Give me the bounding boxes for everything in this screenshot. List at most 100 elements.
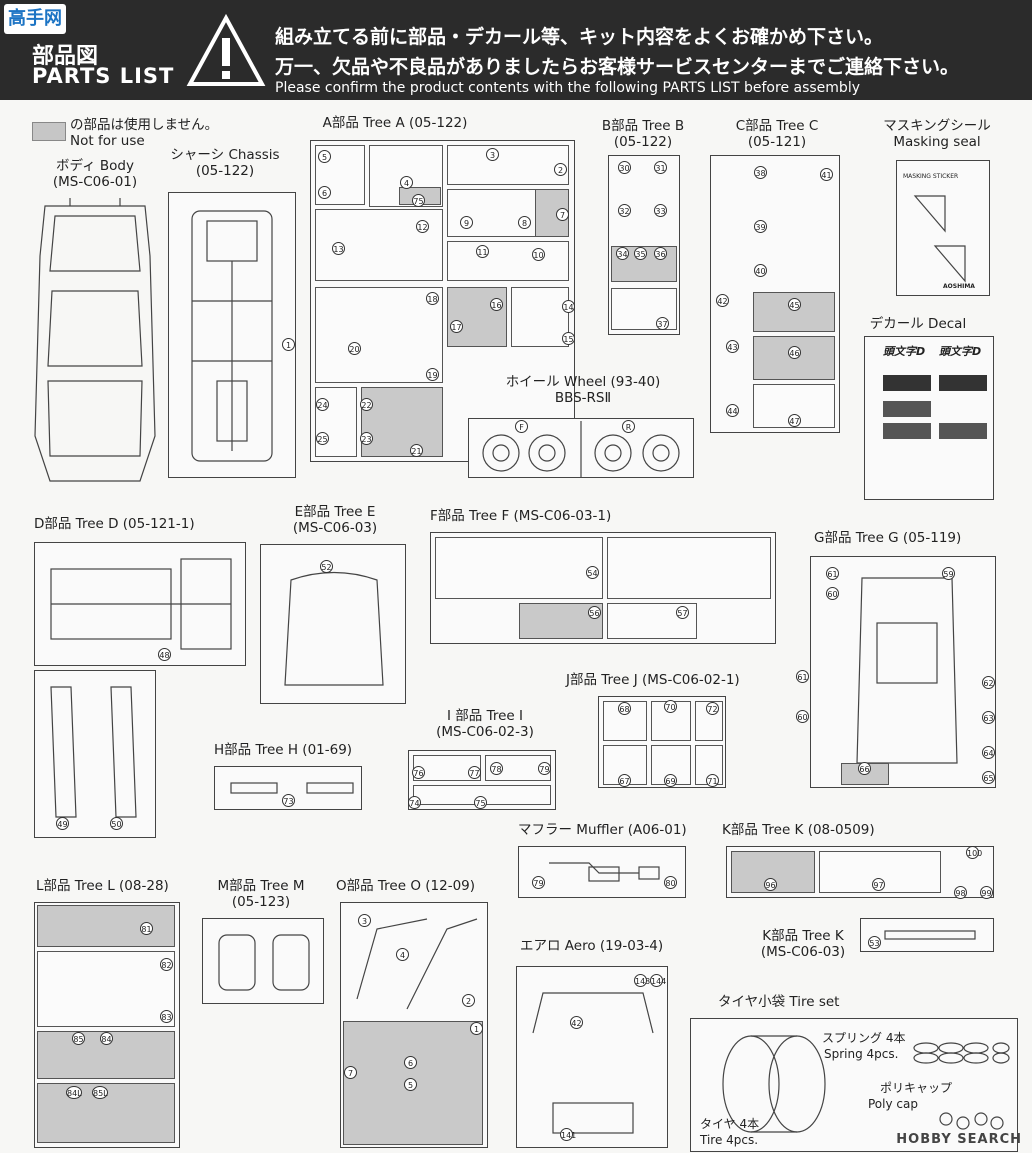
tree-h-label: H部品 Tree H (01-69) bbox=[214, 742, 353, 758]
tree-l-label: L部品 Tree L (08-28) bbox=[36, 878, 169, 894]
part-number: 36 bbox=[654, 247, 667, 260]
notice-line-2: 万一、欠品や不良品がありましたらお客様サービスセンターまでご連絡下さい。 bbox=[275, 56, 960, 78]
tree-d-frame-bottom bbox=[34, 670, 156, 838]
part-number: 56 bbox=[588, 606, 601, 619]
part-number: 57 bbox=[676, 606, 689, 619]
wheel-front-marker: F bbox=[515, 420, 528, 433]
tree-e-label: E部品 Tree E(MS-C06-03) bbox=[292, 504, 378, 536]
footer-watermark: HOBBY SEARCH bbox=[896, 1132, 1022, 1147]
part-number: 17 bbox=[450, 320, 463, 333]
tree-i-label: I 部品 Tree I(MS-C06-02-3) bbox=[436, 708, 534, 740]
part-number: 6 bbox=[318, 186, 331, 199]
masking-sheet: MASKING STICKER AOSHIMA bbox=[896, 160, 990, 296]
part-number: 32 bbox=[618, 204, 631, 217]
part-number: 67 bbox=[618, 774, 631, 787]
part-number: 35 bbox=[634, 247, 647, 260]
decal-sheet: 頭文字D 頭文字D bbox=[864, 336, 994, 500]
warning-icon bbox=[186, 13, 266, 86]
tire-jp: タイヤ 4本 bbox=[700, 1117, 760, 1131]
part-number: 18 bbox=[426, 292, 439, 305]
tree-k2-frame bbox=[860, 918, 994, 952]
part-number: 4 bbox=[400, 176, 413, 189]
part-number: 30 bbox=[618, 161, 631, 174]
tree-h-frame bbox=[214, 766, 362, 810]
tree-j-label: J部品 Tree J (MS-C06-02-1) bbox=[566, 672, 740, 688]
chassis-frame bbox=[168, 192, 296, 478]
part-number: 5 bbox=[404, 1078, 417, 1091]
tree-j-frame bbox=[598, 696, 726, 788]
part-number: 84L bbox=[66, 1086, 82, 1099]
tire-set-frame bbox=[690, 1018, 1018, 1152]
tree-d-label: D部品 Tree D (05-121-1) bbox=[34, 516, 195, 532]
not-for-use-swatch bbox=[32, 122, 66, 141]
part-number: 4 bbox=[396, 948, 409, 961]
tree-d-frame-top bbox=[34, 542, 246, 666]
part-number: 31 bbox=[654, 161, 667, 174]
page-title-jp: 部品図 bbox=[32, 44, 99, 69]
decal-label: デカール Decal bbox=[869, 316, 967, 332]
tire-set-label: タイヤ小袋 Tire set bbox=[718, 994, 840, 1010]
part-number: 85L bbox=[92, 1086, 108, 1099]
part-number: 8 bbox=[518, 216, 531, 229]
body-shell-drawing bbox=[34, 198, 156, 482]
part-number: 143 bbox=[634, 974, 650, 987]
tire-en: Tire 4pcs. bbox=[700, 1133, 759, 1147]
part-number: 79 bbox=[538, 762, 551, 775]
part-number: 83 bbox=[160, 1010, 173, 1023]
site-logo: 高手网 bbox=[4, 4, 66, 34]
part-number: 40 bbox=[754, 264, 767, 277]
part-number: 6 bbox=[404, 1056, 417, 1069]
part-number: 60 bbox=[826, 587, 839, 600]
part-number: 61 bbox=[826, 567, 839, 580]
part-number: 16 bbox=[490, 298, 503, 311]
part-number: 64 bbox=[982, 746, 995, 759]
part-number: 14 bbox=[562, 300, 575, 313]
part-number: 13 bbox=[332, 242, 345, 255]
part-number: 74 bbox=[408, 796, 421, 809]
part-number: 71 bbox=[706, 774, 719, 787]
tree-o-label: O部品 Tree O (12-09) bbox=[336, 878, 476, 894]
spring-jp: スプリング 4本 bbox=[822, 1031, 906, 1045]
part-number: 25 bbox=[316, 432, 329, 445]
part-number: 5 bbox=[318, 150, 331, 163]
part-number: 45 bbox=[788, 298, 801, 311]
part-number: 70 bbox=[664, 700, 677, 713]
part-number: 9 bbox=[460, 216, 473, 229]
tree-b-label: B部品 Tree B(05-122) bbox=[601, 118, 685, 150]
part-number: 79 bbox=[532, 876, 545, 889]
tree-c-label: C部品 Tree C(05-121) bbox=[735, 118, 819, 150]
part-number: 1 bbox=[470, 1022, 483, 1035]
part-number: 85 bbox=[72, 1032, 85, 1045]
part-number: 75 bbox=[474, 796, 487, 809]
part-number: 10 bbox=[532, 248, 545, 261]
part-number: 43 bbox=[726, 340, 739, 353]
part-number: 76 bbox=[412, 766, 425, 779]
part-number: 7 bbox=[344, 1066, 357, 1079]
part-number: 3 bbox=[358, 914, 371, 927]
header-bar bbox=[0, 0, 1032, 100]
part-number: 38 bbox=[754, 166, 767, 179]
tree-a-frame bbox=[310, 140, 575, 462]
wheel-rear-marker: R bbox=[622, 420, 635, 433]
notice-line-1: 組み立てる前に部品・デカール等、キット内容をよくお確かめ下さい。 bbox=[275, 26, 884, 48]
muffler-frame bbox=[518, 846, 686, 898]
wheel-label: ホイール Wheel (93-40)BBS-RSⅡ bbox=[505, 374, 661, 406]
part-number: 66 bbox=[858, 762, 871, 775]
tree-c-frame bbox=[710, 155, 840, 433]
part-number: 63 bbox=[982, 711, 995, 724]
cap-en: Poly cap bbox=[868, 1097, 918, 1111]
part-number: 22 bbox=[360, 398, 373, 411]
part-number: 21 bbox=[410, 444, 423, 457]
part-number: 3 bbox=[486, 148, 499, 161]
part-number: 69 bbox=[664, 774, 677, 787]
muffler-label: マフラー Muffler (A06-01) bbox=[518, 822, 687, 838]
part-number: 15 bbox=[562, 332, 575, 345]
part-number: 77 bbox=[468, 766, 481, 779]
part-number: 47 bbox=[788, 414, 801, 427]
notice-line-3: Please confirm the product contents with… bbox=[275, 80, 860, 96]
part-number: 11 bbox=[476, 245, 489, 258]
part-number: 37 bbox=[656, 317, 669, 330]
part-number: 60 bbox=[796, 710, 809, 723]
tree-m-label: M部品 Tree M(05-123) bbox=[217, 878, 305, 910]
part-number: 39 bbox=[754, 220, 767, 233]
